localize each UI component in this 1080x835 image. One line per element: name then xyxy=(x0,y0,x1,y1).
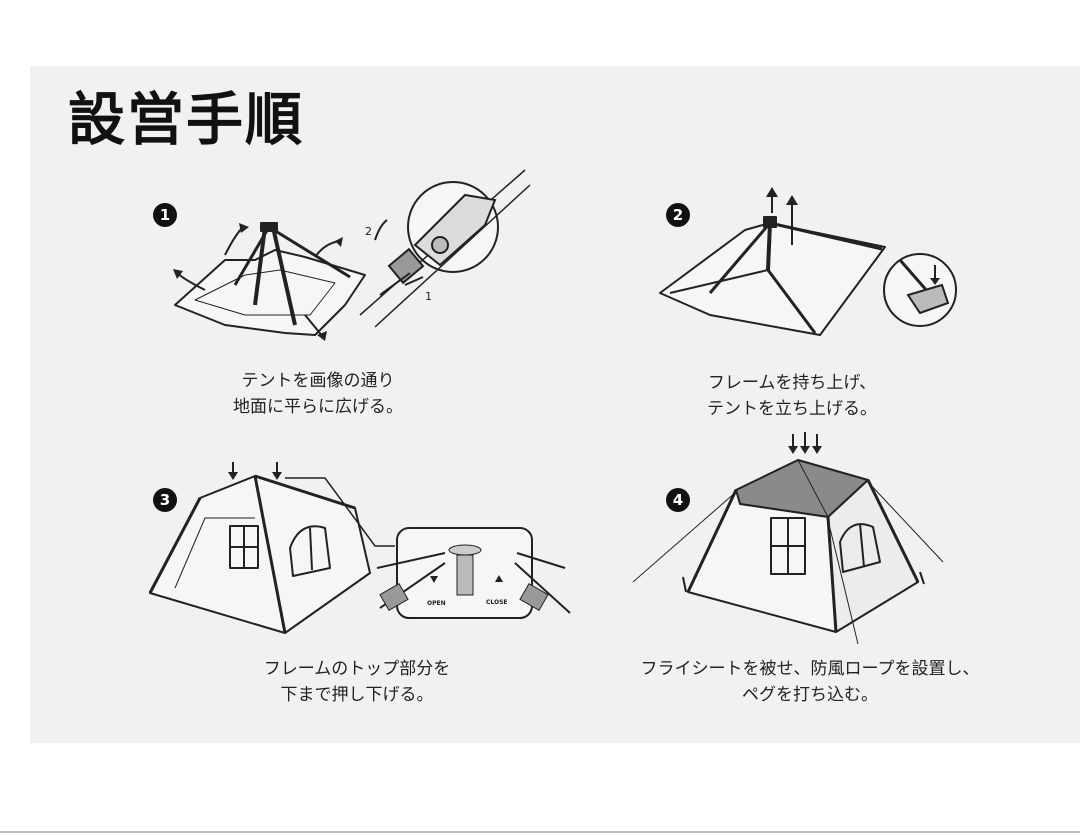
zoom-detail-icon xyxy=(359,169,531,328)
zoom-detail-icon xyxy=(376,527,571,619)
step-1-caption: テントを画像の通り 地面に平らに広げる。 xyxy=(233,368,403,420)
step-2-number: 2 xyxy=(666,203,690,227)
step-4-illustration xyxy=(632,432,944,645)
step-4-caption-line-2: ペグを打ち込む。 xyxy=(741,685,878,705)
step-1-caption-line-2: 地面に平らに広げる。 xyxy=(233,397,403,417)
step-3-caption: フレームのトップ部分を 下まで押し下げる。 xyxy=(264,656,451,708)
step-4-caption-line-1: フライシートを被せ、防風ロープを設置し、 xyxy=(640,659,980,679)
step-2-illustration xyxy=(659,187,957,336)
step-2-caption-line-1: フレームを持ち上げ、 xyxy=(707,373,877,393)
step-2-caption: フレームを持ち上げ、 テントを立ち上げる。 xyxy=(707,370,877,422)
step-2-caption-line-2: テントを立ち上げる。 xyxy=(707,399,877,419)
bottom-divider xyxy=(0,831,1080,833)
step-4-number: 4 xyxy=(666,488,690,512)
step-1-number: 1 xyxy=(153,203,177,227)
instruction-panel xyxy=(30,66,1080,743)
step-3-caption-line-1: フレームのトップ部分を xyxy=(263,659,451,679)
step-3-caption-line-2: 下まで押し下げる。 xyxy=(280,685,434,705)
step-4-caption: フライシートを被せ、防風ロープを設置し、 ペグを打ち込む。 xyxy=(641,656,980,708)
step-1-caption-line-1: テントを画像の通り xyxy=(241,371,395,391)
step-1-label-1: 1 xyxy=(425,290,432,303)
arrow-down-icon xyxy=(228,472,282,480)
zoom-detail-icon xyxy=(883,253,957,327)
step-1-illustration: 2 1 xyxy=(173,169,531,341)
step-3-label-open: OPEN xyxy=(427,600,446,607)
step-3-number: 3 xyxy=(153,488,177,512)
arrow-up-icon xyxy=(766,187,798,205)
step-3-illustration: OPEN CLOSE xyxy=(148,462,571,634)
page-title: 設営手順 xyxy=(68,87,304,153)
step-3-label-close: CLOSE xyxy=(486,599,508,606)
step-1-label-2: 2 xyxy=(365,225,372,238)
arrow-down-icon xyxy=(788,432,822,454)
